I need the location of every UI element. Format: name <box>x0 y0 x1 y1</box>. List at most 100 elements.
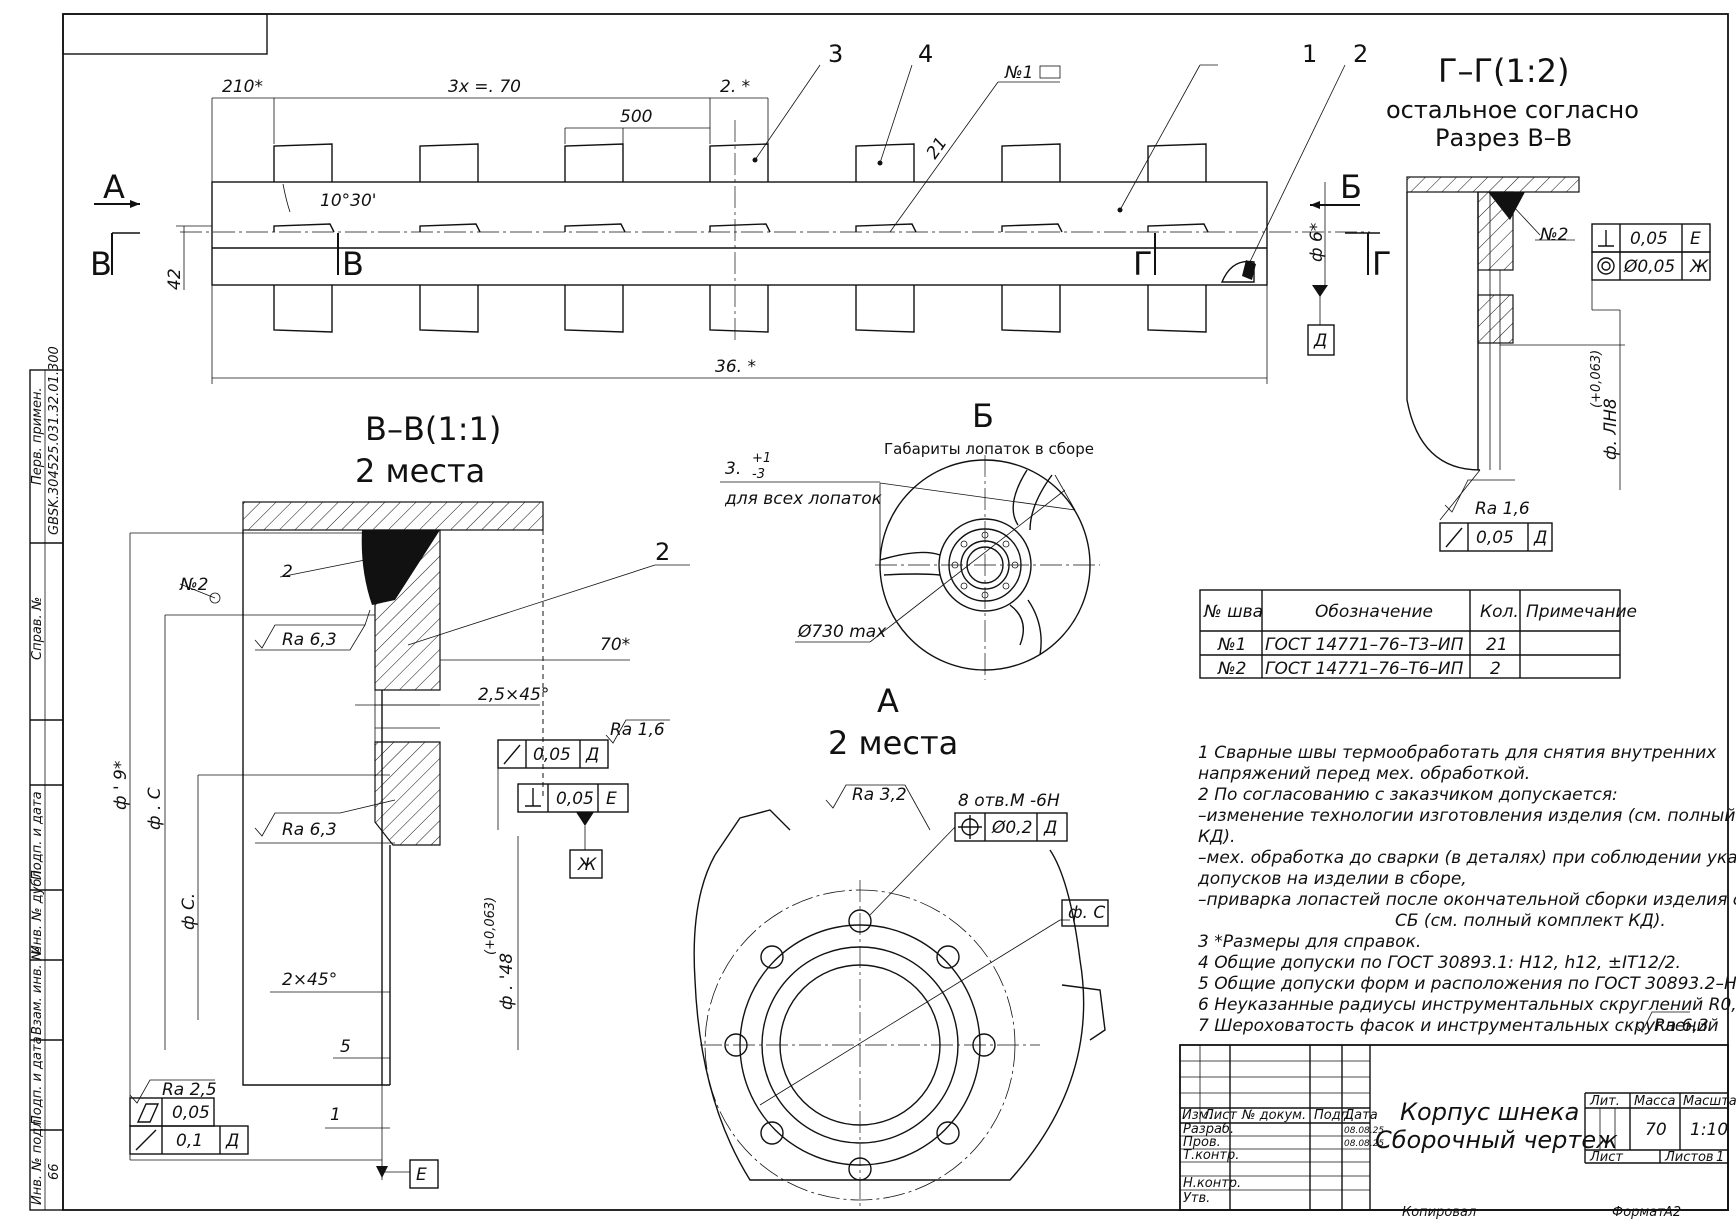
vv-ra25: Ra 2,5 <box>162 1080 217 1100</box>
dim-angle: 10°30' <box>320 191 376 211</box>
note-line-8: СБ (см. полный комплект КД). <box>1395 911 1666 931</box>
gg-run-val: 0,05 <box>1476 528 1514 548</box>
tb-hdr-podp: Подп. <box>1314 1108 1353 1123</box>
a-places: 2 места <box>828 724 958 762</box>
dim-overall: 36. * <box>715 357 756 377</box>
tb-hdr-doc: № докум. <box>1241 1108 1306 1123</box>
tb-hdr-list: Лист <box>1203 1108 1237 1123</box>
note-line-5: –мех. обработка до сварки (в деталях) пр… <box>1198 848 1736 868</box>
note-line-1: напряжений перед мех. обработкой. <box>1198 764 1530 784</box>
tb-role-nkontr: Н.контр. <box>1183 1176 1241 1191</box>
tb-sheets-val: 1 <box>1716 1150 1724 1165</box>
vv-d1: 1 <box>330 1105 341 1125</box>
gg-title: Г–Г(1:2) <box>1438 52 1570 90</box>
dim-500: 500 <box>620 107 652 127</box>
section-v-left: В <box>90 245 112 283</box>
vv-flat-val: 0,05 <box>172 1103 210 1123</box>
stamp-code: GBSK.304525.031.32.01.300 <box>47 346 62 535</box>
tb-title1: Корпус шнека <box>1400 1098 1579 1126</box>
tb-title2: Сборочный чертеж <box>1375 1126 1618 1154</box>
wt-r0-c1: ГОСТ 14771–76–Т3–ИП <box>1265 635 1464 655</box>
vv-weld: №2 <box>179 575 209 595</box>
title-block: Изм. Лист № докум. Подп. Дата Разраб. Пр… <box>1179 1044 1736 1219</box>
b-all-blades: для всех лопаток <box>724 489 883 509</box>
view-a: А 2 места ф. С Ra 3,2 8 отв.М -6Н <box>693 682 1109 1210</box>
dim-21: 21 <box>923 134 952 163</box>
note-line-11: 5 Общие допуски форм и расположения по Г… <box>1198 974 1736 994</box>
tb-scale-val: 1:10 <box>1690 1120 1728 1140</box>
stamp-sprav: Справ. № <box>30 597 45 660</box>
leader-2-vv: 2 <box>655 538 670 566</box>
dim-2star: 2. * <box>720 77 750 97</box>
tb-scale: Масштаб <box>1683 1094 1736 1109</box>
vv-run2-val: 0,1 <box>176 1131 203 1151</box>
tb-copied: Копировал <box>1402 1205 1476 1219</box>
vv-d5: 5 <box>340 1037 351 1057</box>
vv-phi-a: ф ' 9* <box>111 761 131 810</box>
vv-2-label: 2 <box>282 562 293 582</box>
tb-role-razrab: Разраб. <box>1183 1122 1234 1137</box>
weld-1-label: №1 <box>1004 63 1034 83</box>
wt-r0-c0: №1 <box>1217 635 1247 655</box>
section-a-mark: А <box>103 168 125 206</box>
b-tol-up: +1 <box>752 451 771 466</box>
note-line-2: 2 По согласованию с заказчиком допускает… <box>1198 785 1618 805</box>
wt-h0: № шва <box>1203 602 1263 622</box>
vv-ra16: Ra 1,6 <box>610 720 665 740</box>
vv-phi-c: ф С. <box>179 893 199 930</box>
gg-run-ref: Д <box>1533 528 1547 548</box>
technical-notes: 1 Сварные швы термообработать для снятия… <box>1197 743 1736 1036</box>
gg-perp-val: 0,05 <box>1630 229 1668 249</box>
a-ra: Ra 3,2 <box>852 785 907 805</box>
a-title: А <box>877 682 899 720</box>
tb-mass: Масса <box>1634 1094 1675 1109</box>
gg-ra: Ra 1,6 <box>1475 499 1530 519</box>
datum-d-main: Д <box>1313 331 1327 351</box>
gg-note1: остальное согласно <box>1386 96 1639 124</box>
gg-note2: Разрез В–В <box>1435 124 1572 152</box>
a-holes: 8 отв.М -6Н <box>958 791 1060 811</box>
view-b: Б Габариты лопаток в сборе 3. +1 -3 <box>720 397 1100 680</box>
leader-1: 1 <box>1302 40 1317 68</box>
tb-format: Формат <box>1612 1205 1665 1219</box>
note-line-6: допусков на изделии в сборе, <box>1197 869 1467 889</box>
wt-r1-c0: №2 <box>1217 659 1247 679</box>
vv-places: 2 места <box>355 452 485 490</box>
section-g-left: Г <box>1133 245 1153 283</box>
note-line-3: –изменение технологии изготовления издел… <box>1198 806 1736 826</box>
wt-r0-c2: 21 <box>1486 635 1508 655</box>
vv-run-ref: Д <box>585 745 599 765</box>
b-dia: Ø730 max <box>797 622 887 642</box>
tb-hdr-izm: Изм. <box>1182 1108 1213 1123</box>
tb-hdr-date: Дата <box>1343 1108 1378 1123</box>
section-vv: В–В(1:1) 2 места ф ' 9* ф . С ф С. ф . '… <box>111 410 690 1189</box>
wt-h1: Обозначение <box>1315 602 1433 622</box>
side-stamp: Перв. примен. GBSK.304525.031.32.01.300 … <box>29 346 64 1211</box>
datum-e-vv: Е <box>416 1165 427 1185</box>
stamp-podp1: Подп. и дата <box>30 791 45 880</box>
vv-phi-d: ф . '48 <box>497 953 517 1010</box>
section-v-right: В <box>342 245 364 283</box>
main-view: 210* 3х​ ​=. 70 2. * 500 36. * 10°30' 42… <box>90 40 1392 384</box>
gg-perp-ref: Е <box>1690 229 1701 249</box>
stamp-vzam: Взам. инв. № <box>30 947 45 1035</box>
note7-ra: Ra 6,3 <box>1654 1016 1709 1036</box>
vv-phi-d-tol: (+0,063) <box>483 897 498 955</box>
vv-perp-ref: Е <box>606 789 617 809</box>
tb-sheets: Листов <box>1664 1150 1714 1165</box>
note-line-13: 7 Шероховатость фасок и инструментальных… <box>1198 1016 1719 1036</box>
blades-bottom <box>273 285 1207 333</box>
tb-date2: 08.08.25 <box>1344 1139 1384 1149</box>
leader-2-main: 2 <box>1353 40 1368 68</box>
vv-title: В–В(1:1) <box>365 410 501 448</box>
vv-ch25: 2,5×45° <box>478 685 549 705</box>
gg-conc-ref: Ж <box>1689 257 1709 277</box>
vv-phi-b: ф . С <box>145 787 165 830</box>
leader-3: 3 <box>828 40 843 68</box>
a-dia: ф. С <box>1068 903 1105 923</box>
gg-tol: (+0,063) <box>1589 350 1604 408</box>
gg-phi: ф. ЛН8 <box>1601 398 1621 460</box>
tb-role-prov: Пров. <box>1183 1135 1221 1150</box>
b-subtitle: Габариты лопаток в сборе <box>884 440 1094 458</box>
